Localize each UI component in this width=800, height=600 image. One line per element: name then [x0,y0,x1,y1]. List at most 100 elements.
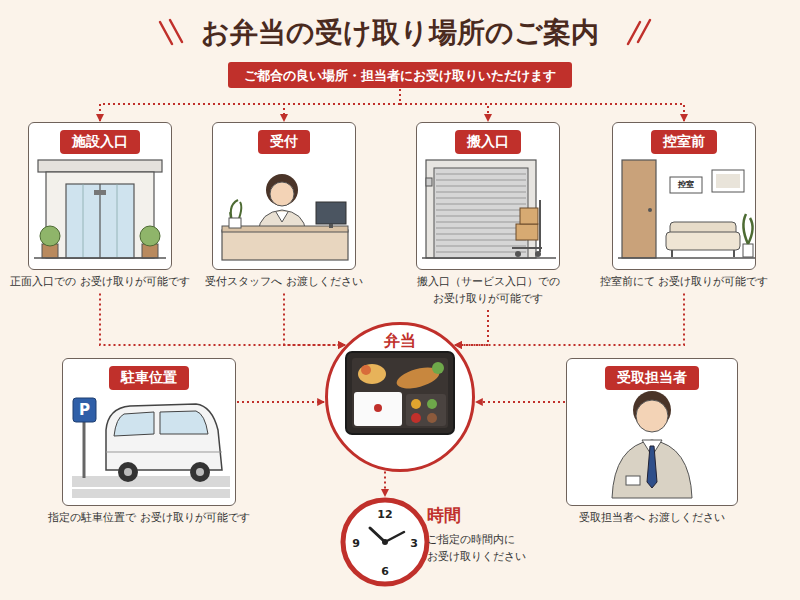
loading-dock-illustration-part [515,251,521,257]
parking-illustration-part [106,404,222,470]
staff-illustration [612,391,692,498]
loading-dock-illustration-part [516,224,538,240]
building-illustration-part [34,257,166,259]
dotted-arrow [455,310,488,345]
bento-illustration-part [346,352,454,434]
staff-illustration-part [636,400,668,432]
card-caption: 正面入口での お受け取りが可能です [6,274,194,291]
card-heading: 駐車位置 [109,366,189,390]
reception-illustration-part [316,202,346,224]
time-description: ご指定の時間内に お受け取りください [427,532,563,565]
clock-numeral: 12 [377,509,392,520]
waiting-room-illustration-part [712,170,744,192]
shutter-slat [436,234,526,235]
title-decoration-part [160,22,172,44]
bento-circle: 弁当 [325,322,475,472]
card-frame: 搬入口 [416,122,560,270]
card-fills-part [28,122,172,270]
card-caption: 搬入口（サービス入口）での お受け取りが可能です [394,274,582,307]
shutter-slat [436,210,526,211]
waiting-room-illustration-part [743,214,752,244]
dotted-arrow [400,89,684,121]
waiting-room-illustration-part [622,160,656,258]
building-illustration-part [140,226,160,246]
bento-illustration-part [411,413,421,423]
shutter-slat [436,204,526,205]
parking-illustration-part [114,412,154,436]
loading-dock-illustration-part [436,174,526,252]
bento-illustration-part [427,413,437,423]
location-card: 駐車位置指定の駐車位置で お受け取りが可能です [62,358,236,527]
reception-illustration-part [329,224,333,228]
clock-illustration-part [385,532,404,542]
clock-numeral: 9 [352,538,360,549]
loading-dock-illustration-part [520,208,538,224]
dotted-arrow [284,294,345,346]
clock-numeral: 3 [410,538,418,549]
loading-dock-illustration-part [422,257,556,259]
clock-illustration [343,500,427,584]
banner-text: ご都合の良い場所・担当者にお受け取りいただけます [244,68,556,83]
clock-numeral: 6 [381,566,389,577]
time-heading: 時間 [427,504,461,527]
loading-dock-illustration-part [512,247,542,249]
clock-illustration-part [382,539,388,545]
heading-wrap: 控室前 [613,130,755,154]
heading-wrap: 駐車位置 [63,366,235,390]
location-card: 施設入口正面入口での お受け取りが可能です [28,122,172,291]
card-fills-part [416,122,560,270]
sign-text: 控室 [678,181,694,189]
loading-dock-illustration-part [426,178,432,186]
subtitle-banner: ご都合の良い場所・担当者にお受け取りいただけます [228,62,572,88]
waiting-room-illustration-part [648,208,652,212]
reception-illustration-part [270,182,294,206]
waiting-room-illustration-part [671,250,673,257]
card-caption: 受付スタッフへ お渡しください [190,274,378,291]
building-illustration-part [99,184,100,258]
card-heading: 施設入口 [60,130,140,154]
shutter-slat [436,174,526,175]
title: お弁当の受け取り場所のご案内 [0,14,800,52]
shutter-slat [436,198,526,199]
dotted-arrow [400,89,488,121]
waiting-room-illustration-part [618,257,756,259]
shutter-slat [436,222,526,223]
reception-illustration-part [229,218,241,228]
bento-illustration-part [374,404,382,412]
shutter-slat [436,228,526,229]
bento-illustration-part [432,362,444,374]
shutter-slat [436,216,526,217]
dotted-arrow [100,294,345,346]
card-fills [28,122,756,506]
dotted-arrow [100,89,400,121]
building-illustration-part [46,172,154,258]
building-illustration-part [40,226,60,246]
building-illustration-part [94,190,106,195]
bento-illustration-part [406,394,446,426]
shutter-slat [436,246,526,247]
card-caption: 指定の駐車位置で お受け取りが可能です [40,510,258,527]
loading-dock-illustration [422,160,556,258]
location-card: 控室前控室前にて お受け取りが可能です [612,122,756,291]
heading-wrap: 施設入口 [29,130,171,154]
card-frame: 駐車位置 [62,358,236,506]
waiting-room-illustration-part [666,232,740,250]
bento-heading: 弁当 [384,331,416,352]
waiting-room-illustration-part [733,250,735,257]
parking-illustration-part [72,487,230,489]
parking-illustration-part [160,411,208,434]
time-node: 時間ご指定の時間内に お受け取りください [335,500,567,592]
card-frame: 受付 [212,122,356,270]
building-illustration-part [117,184,118,258]
shutter-slat [436,192,526,193]
reception-illustration-part [222,230,348,260]
waiting-room-illustration-part [716,174,740,188]
clock-illustration-part [370,528,385,542]
parking-sign-letter: P [79,403,90,418]
location-card: 搬入口搬入口（サービス入口）での お受け取りが可能です [416,122,560,307]
staff-illustration-part [612,440,692,498]
location-card: 受取担当者受取担当者へ お渡しください [566,358,738,527]
